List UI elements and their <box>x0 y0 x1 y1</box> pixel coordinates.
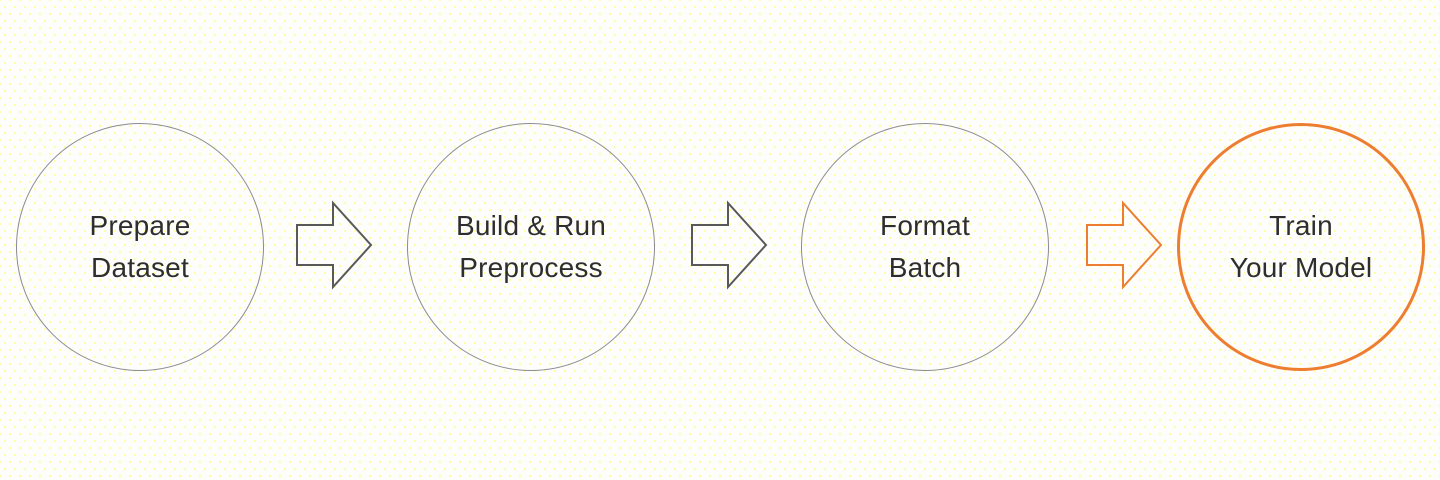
step-label-line1: Format <box>880 210 970 241</box>
step-label: Train Your Model <box>1230 205 1373 289</box>
step-circle-build-run-preprocess: Build & Run Preprocess <box>407 123 655 371</box>
step-label-line1: Build & Run <box>455 210 607 241</box>
flow-arrow-1-shape <box>296 200 373 290</box>
flow-arrow-3-shape <box>1086 200 1163 290</box>
step-label-line2: Your Model <box>1229 252 1373 283</box>
step-label-line2: Preprocess <box>459 252 603 283</box>
flow-arrow-2 <box>691 200 768 290</box>
flow-arrow-1 <box>296 200 373 290</box>
step-circle-prepare-dataset: Prepare Dataset <box>16 123 264 371</box>
step-label: Prepare Dataset <box>89 205 190 289</box>
flow-arrow-3 <box>1086 200 1163 290</box>
step-label-line1: Train <box>1269 210 1333 241</box>
step-circle-train-your-model: Train Your Model <box>1177 123 1425 371</box>
step-label-line1: Prepare <box>89 210 191 241</box>
step-label: Format Batch <box>880 205 970 289</box>
flow-arrow-2-shape <box>691 200 768 290</box>
step-label-line2: Batch <box>888 252 962 283</box>
step-label-line2: Dataset <box>91 252 189 283</box>
step-circle-format-batch: Format Batch <box>801 123 1049 371</box>
step-label: Build & Run Preprocess <box>456 205 606 289</box>
